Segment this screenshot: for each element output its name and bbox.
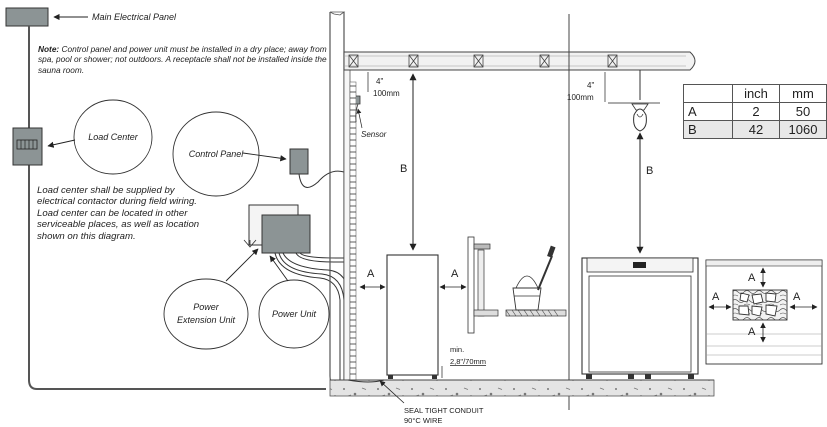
seal-tight-conduit: SEAL TIGHT CONDUIT 90°C WIRE [347,379,484,425]
load-center-label: Load Center [88,132,139,142]
floor [329,379,715,397]
main-electrical-panel: Main Electrical Panel [5,7,177,27]
sauna-bucket [512,245,556,311]
min-clearance-label: min. 2,8"/70mm [441,345,486,378]
table-header: inch [732,84,780,103]
svg-text:Extension Unit: Extension Unit [177,315,236,325]
svg-text:A: A [793,291,801,303]
load-center-note: Load center shall be supplied by electri… [37,185,200,242]
power-extension-unit-callout: Power Extension Unit [163,248,259,350]
table-cell: 1060 [779,120,827,139]
wire-label: 90°C WIRE [404,416,442,425]
svg-text:100mm: 100mm [373,89,400,98]
clearance-left: 4" 100mm [367,72,400,98]
svg-text:B: B [400,163,407,175]
table-row: A 2 50 [683,102,827,121]
light-fixture [631,70,649,132]
dimension-table: inch mm A 2 50 B 42 1060 [683,84,827,139]
conduit-label: SEAL TIGHT CONDUIT [404,406,484,415]
svg-text:4": 4" [587,81,594,90]
heater-side-view: A A [359,254,467,379]
svg-text:4": 4" [376,77,383,86]
clearance-right: 4" 100mm [567,72,660,104]
note-text: Control panel and power unit must be ins… [38,44,327,75]
stone-detail: A A A A [705,259,823,365]
note-prefix: Note: [38,44,60,54]
svg-text:2,8"/70mm: 2,8"/70mm [450,357,486,366]
installation-note: Note: Control panel and power unit must … [38,44,338,75]
main-panel-label: Main Electrical Panel [92,12,177,22]
svg-text:min.: min. [450,345,464,354]
svg-text:B: B [646,165,653,177]
table-header-row: inch mm [683,84,827,103]
svg-text:A: A [712,291,720,303]
power-unit-box [261,214,311,254]
table-header [683,84,733,103]
dimension-b-left: B [400,73,417,251]
svg-text:A: A [451,268,459,280]
control-panel-label: Control Panel [189,149,245,159]
load-center-callout: Load Center [47,99,153,175]
ceiling-beam [343,51,696,71]
control-panel-callout: Control Panel [172,111,287,197]
table-cell: 50 [779,102,827,121]
table-cell: A [683,102,733,121]
control-panel-box [289,148,345,188]
load-center-box [12,127,43,166]
sensor: Sensor [355,95,387,139]
table-cell: B [683,120,733,139]
power-unit-callout: Power Unit [258,255,330,349]
table-cell: 2 [732,102,780,121]
table-cell: 42 [732,120,780,139]
power-unit-label: Power Unit [272,309,317,319]
svg-text:Power: Power [193,302,220,312]
sensor-label: Sensor [361,130,387,139]
dimension-b-right: B [636,132,653,254]
heater-front-view [581,257,699,379]
svg-text:A: A [748,326,756,338]
bench-guard [467,236,567,334]
svg-text:A: A [748,272,756,284]
table-header: mm [779,84,827,103]
svg-text:100mm: 100mm [567,93,594,102]
svg-text:A: A [367,268,375,280]
table-row: B 42 1060 [683,120,827,139]
